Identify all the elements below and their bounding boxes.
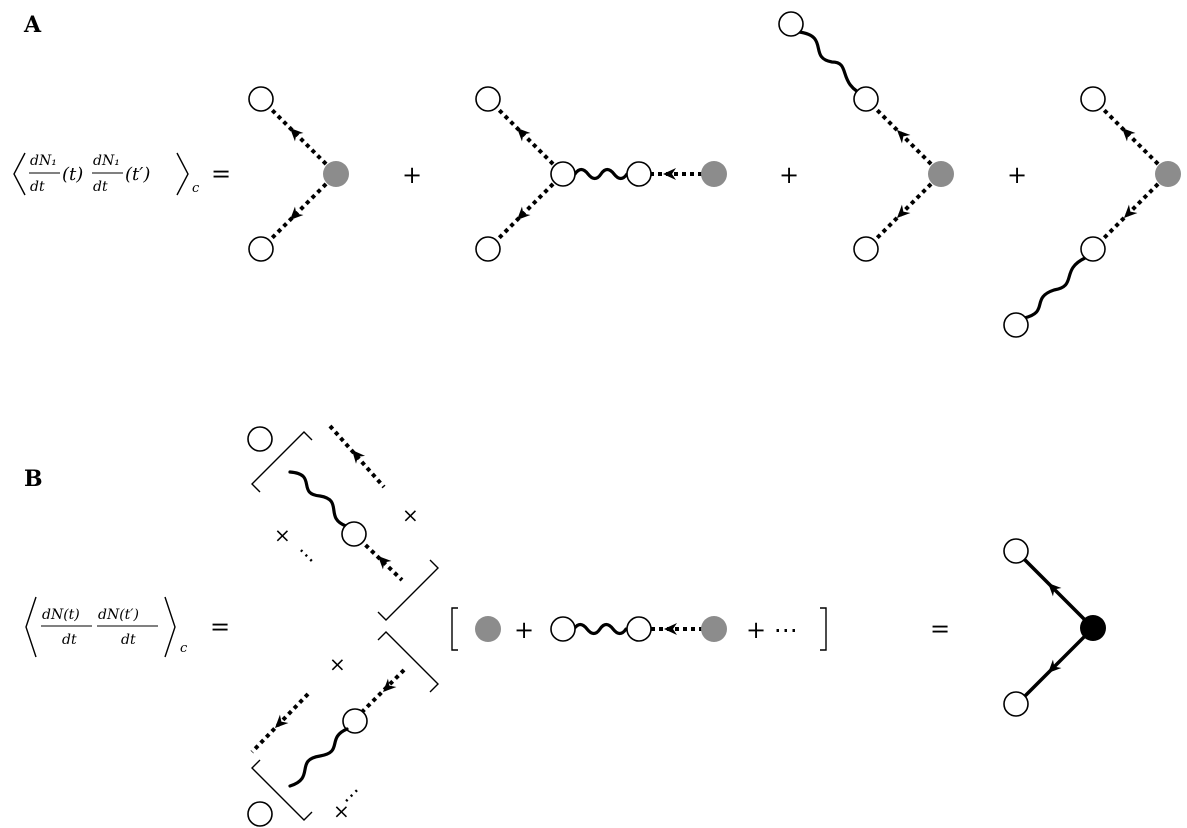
equation-a: d N₁ d t (t) d N₁ d t (t′) c = — [13, 152, 231, 196]
open-vertex — [342, 708, 368, 734]
eq-b-equals: = — [210, 613, 230, 641]
open-vertex — [1080, 236, 1106, 262]
eq-b-right-angle — [164, 596, 176, 658]
eq-a-subscript-c: c — [192, 181, 200, 196]
eq-a-frac1-t-den: t — [39, 179, 45, 195]
equals-sign: = — [930, 615, 950, 643]
plus-sign: + — [402, 161, 422, 189]
dotted-propagator — [1091, 172, 1170, 251]
open-vertex — [475, 236, 501, 262]
eq-a-left-angle — [13, 152, 26, 196]
wavy-propagator — [572, 622, 628, 636]
arrow-head — [373, 551, 392, 570]
eq-a-frac2-n1: N₁ — [101, 153, 120, 169]
dotted-propagator — [486, 172, 565, 251]
plus-sign: + — [779, 161, 799, 189]
panel-b-label: B — [24, 466, 43, 492]
solid-propagator — [1015, 626, 1095, 706]
open-vertex — [475, 86, 501, 112]
eq-a-equals: = — [211, 160, 231, 188]
open-vertex — [247, 426, 273, 452]
open-vertex — [341, 521, 367, 547]
dotted-propagator — [486, 97, 565, 176]
open-vertex — [1003, 312, 1029, 338]
eq-b-frac1-num: dN(t) — [42, 607, 80, 623]
open-vertex — [778, 11, 804, 37]
open-vertex — [550, 161, 576, 187]
diagram-a1 — [248, 86, 349, 262]
lower-left-bracket — [251, 759, 313, 821]
open-vertex — [248, 86, 274, 112]
dotted-propagator — [864, 97, 943, 176]
open-vertex — [853, 236, 879, 262]
diagram-a2 — [475, 86, 727, 262]
open-vertex — [626, 161, 652, 187]
plus-sign: + — [1007, 161, 1027, 189]
resummed-vertex-diagram — [1003, 538, 1106, 717]
lower-right-bracket — [377, 631, 439, 693]
times-sign: × — [329, 652, 346, 676]
open-vertex — [1003, 538, 1029, 564]
eq-a-frac1-d: d — [30, 153, 39, 169]
arrow-head — [347, 446, 366, 464]
open-vertex — [1080, 86, 1106, 112]
eq-a-frac1-n1: N₁ — [38, 153, 57, 169]
times-sign: × — [402, 503, 419, 527]
equation-b: dN(t) dt dN(t′) dt c = — [25, 596, 230, 658]
middle-series: + + ⋯ — [451, 607, 827, 651]
panel-a-label: A — [23, 12, 42, 38]
wavy-propagator — [288, 470, 348, 528]
eq-a-frac2-t-den: t — [102, 179, 108, 195]
lower-leg-series: × × ⋯ — [247, 631, 439, 827]
grey-vertex — [323, 161, 349, 187]
wavy-propagator — [288, 727, 349, 788]
plus-ellipsis: + ⋯ — [746, 616, 798, 644]
dotted-propagator — [354, 668, 406, 720]
wavy-propagator — [1022, 256, 1087, 320]
eq-a-frac2-d-den: d — [93, 179, 102, 195]
eq-b-subscript-c: c — [180, 641, 188, 656]
ellipsis: ⋯ — [291, 539, 322, 570]
open-vertex — [550, 616, 576, 642]
dotted-propagator — [259, 172, 338, 251]
dotted-propagator — [259, 97, 338, 176]
eq-a-frac1-d-den: d — [30, 179, 39, 195]
eq-b-frac1-den: dt — [62, 632, 77, 648]
eq-b-frac2-den: dt — [121, 632, 136, 648]
eq-a-right-angle — [176, 152, 189, 196]
diagram-a4 — [1003, 86, 1181, 338]
grey-vertex — [701, 161, 727, 187]
grey-vertex — [475, 616, 501, 642]
diagram-a3 — [778, 11, 954, 262]
grey-vertex — [928, 161, 954, 187]
grey-vertex — [701, 616, 727, 642]
middle-open-bracket — [451, 607, 458, 651]
eq-b-left-angle — [25, 596, 37, 658]
dotted-propagator — [864, 172, 943, 251]
solid-propagator — [1015, 550, 1095, 630]
dotted-propagator — [1091, 97, 1170, 176]
open-vertex — [853, 86, 879, 112]
eq-a-tparg: (t′) — [125, 164, 150, 185]
open-vertex — [248, 236, 274, 262]
wavy-propagator — [797, 30, 868, 98]
eq-a-frac2-d: d — [93, 153, 102, 169]
eq-a-targ: (t) — [62, 164, 83, 185]
upper-leg-series: × × ⋯ — [247, 424, 439, 621]
eq-b-frac2-num: dN(t′) — [98, 607, 139, 623]
times-sign: × — [274, 523, 291, 547]
open-vertex — [626, 616, 652, 642]
times-sign: × — [333, 799, 350, 823]
upper-left-bracket — [251, 431, 313, 493]
plus-sign: + — [514, 616, 534, 644]
middle-close-bracket — [820, 607, 827, 651]
wavy-propagator — [573, 167, 629, 181]
open-vertex — [1003, 691, 1029, 717]
upper-right-bracket — [377, 559, 439, 621]
grey-vertex — [1155, 161, 1181, 187]
open-vertex — [247, 801, 273, 827]
black-vertex — [1080, 615, 1106, 641]
